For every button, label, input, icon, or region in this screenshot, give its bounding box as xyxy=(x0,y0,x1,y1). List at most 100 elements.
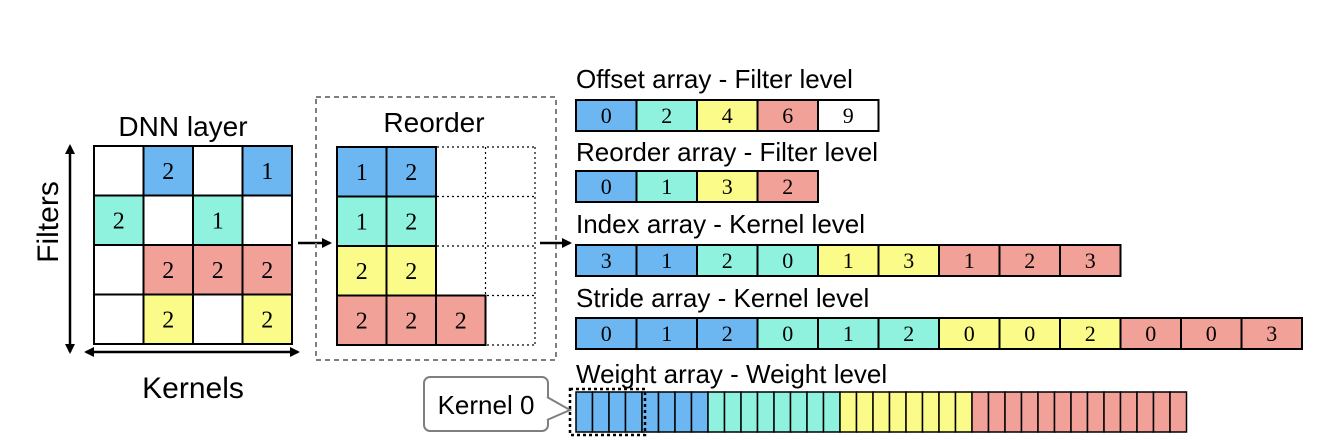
stride-array-cell-0-fill xyxy=(575,317,638,350)
reorder-array-cell-0-value: 0 xyxy=(601,174,612,199)
stride-array-cell-0: 0 xyxy=(575,317,638,350)
reorder-cell-r1-c1-fill xyxy=(385,195,437,247)
offset-array-cell-3: 6 xyxy=(756,99,819,132)
offset-array-cell-1-value: 2 xyxy=(661,103,672,128)
dnn-cell-r1-c2-value: 1 xyxy=(212,209,224,235)
kernel-0-callout-pointer xyxy=(546,396,573,421)
weight-cell-20 xyxy=(905,391,924,433)
stride-array-cell-9: 0 xyxy=(1119,317,1182,350)
index-array-cell-1: 1 xyxy=(635,244,698,277)
weight-cell-21 xyxy=(921,391,940,433)
dnn-cell-r0-c1: 2 xyxy=(142,145,194,197)
reorder-cell-r3-c1: 2 xyxy=(385,294,437,346)
dnn-cell-r3-c3: 2 xyxy=(241,293,293,345)
stride-array-cell-5: 2 xyxy=(877,317,940,350)
index-array-cell-4-value: 1 xyxy=(843,248,854,273)
weight-cell-22 xyxy=(938,391,957,433)
weight-cell-6 xyxy=(674,391,693,433)
index-array-label: Index array - Kernel level xyxy=(576,209,865,239)
index-array-cell-5-value: 3 xyxy=(903,248,914,273)
offset-array-cell-0-fill xyxy=(575,99,638,132)
stride-array-cell-4-value: 1 xyxy=(843,321,854,346)
offset-array-cell-1-fill xyxy=(635,99,698,132)
index-array-cell-8-value: 3 xyxy=(1085,248,1096,273)
reorder-array-cell-1: 1 xyxy=(635,170,698,203)
weight-cell-17 xyxy=(855,391,874,433)
weight-array-section: Weight array - Weight level Kernel 0 xyxy=(423,359,1188,437)
weight-cell-24 xyxy=(971,391,990,433)
dnn-cell-r3-c3-value: 2 xyxy=(261,308,273,334)
index-array-cell-0: 3 xyxy=(575,244,638,277)
reorder-cell-r1-c1-value: 2 xyxy=(405,210,417,236)
weight-cell-12 xyxy=(773,391,792,433)
reorder-dashed-box xyxy=(315,96,557,361)
reorder-array: 0 1 3 2 xyxy=(575,170,819,203)
weight-cell-29 xyxy=(1053,391,1072,433)
reorder-array-cell-1-value: 1 xyxy=(661,174,672,199)
weight-cell-30 xyxy=(1070,391,1089,433)
weight-cell-27 xyxy=(1020,391,1039,433)
index-array-cell-5-fill xyxy=(877,244,940,277)
dnn-cell-r2-c2: 2 xyxy=(192,244,244,296)
weight-cell-34 xyxy=(1136,391,1155,433)
dnn-cell-r2-c2-value: 2 xyxy=(212,258,224,284)
stride-array-cell-3-value: 0 xyxy=(782,321,793,346)
weight-cell-16 xyxy=(839,391,858,433)
index-array-cell-8-fill xyxy=(1059,244,1122,277)
dnn-cell-r2-c0-fill xyxy=(93,244,145,296)
reorder-cell-r0-c1-fill xyxy=(385,146,437,198)
reorder-array-label: Reorder array - Filter level xyxy=(576,137,878,167)
dnn-cell-r2-c3: 2 xyxy=(241,244,293,296)
reorder-cell-r0-c1-value: 2 xyxy=(405,160,417,186)
stride-array-cell-8-value: 2 xyxy=(1085,321,1096,346)
weight-cell-1 xyxy=(591,391,610,433)
stride-array-cell-1-value: 1 xyxy=(661,321,672,346)
offset-array-cell-4-value: 9 xyxy=(843,103,854,128)
dnn-cell-r0-c3-value: 1 xyxy=(261,159,273,185)
index-array-cell-3-value: 0 xyxy=(782,248,793,273)
weight-cell-7 xyxy=(690,391,709,433)
dnn-cell-r2-c3-value: 2 xyxy=(261,258,273,284)
kernel-0-highlight xyxy=(568,387,647,437)
stride-array-cell-8-fill xyxy=(1059,317,1122,350)
index-array-cell-3-fill xyxy=(756,244,819,277)
weight-cell-10 xyxy=(740,391,759,433)
reorder-array-cell-3-fill xyxy=(756,170,819,203)
index-array-cell-3: 0 xyxy=(756,244,819,277)
dnn-cell-r3-c1-value: 2 xyxy=(162,308,174,334)
index-array-cell-6: 1 xyxy=(938,244,1001,277)
kernels-axis-label: Kernels xyxy=(142,372,244,405)
dnn-cell-r2-c0 xyxy=(93,244,145,296)
weight-cell-18 xyxy=(872,391,891,433)
weight-cell-11 xyxy=(756,391,775,433)
reorder-array-cell-2-value: 3 xyxy=(722,174,733,199)
weight-cell-25 xyxy=(987,391,1006,433)
reorder-cell-r1-c0-value: 1 xyxy=(356,210,368,236)
index-array-cell-6-value: 1 xyxy=(964,248,975,273)
reorder-array-cell-0: 0 xyxy=(575,170,638,203)
stride-array-cell-3: 0 xyxy=(756,317,819,350)
offset-array-cell-0: 0 xyxy=(575,99,638,132)
stride-array-cell-2-fill xyxy=(696,317,759,350)
dnn-cell-r1-c2: 1 xyxy=(192,194,244,246)
dnn-cell-r1-c1-fill xyxy=(142,194,194,246)
dnn-cell-r0-c0-fill xyxy=(93,145,145,197)
stride-array-label: Stride array - Kernel level xyxy=(576,283,869,313)
stride-array-cell-2: 2 xyxy=(696,317,759,350)
reorder-cell-r0-c0-value: 1 xyxy=(356,160,368,186)
index-array-cell-8: 3 xyxy=(1059,244,1122,277)
stride-array-cell-8: 2 xyxy=(1059,317,1122,350)
stride-array-cell-10: 0 xyxy=(1180,317,1243,350)
stride-array-cell-9-fill xyxy=(1119,317,1182,350)
stride-array-cell-3-fill xyxy=(756,317,819,350)
stride-array-cell-11-value: 3 xyxy=(1266,321,1277,346)
reorder-array-cell-3-value: 2 xyxy=(782,174,793,199)
dnn-cell-r1-c3-fill xyxy=(241,194,293,246)
dnn-cell-r0-c2 xyxy=(192,145,244,197)
weight-cell-15 xyxy=(822,391,841,433)
